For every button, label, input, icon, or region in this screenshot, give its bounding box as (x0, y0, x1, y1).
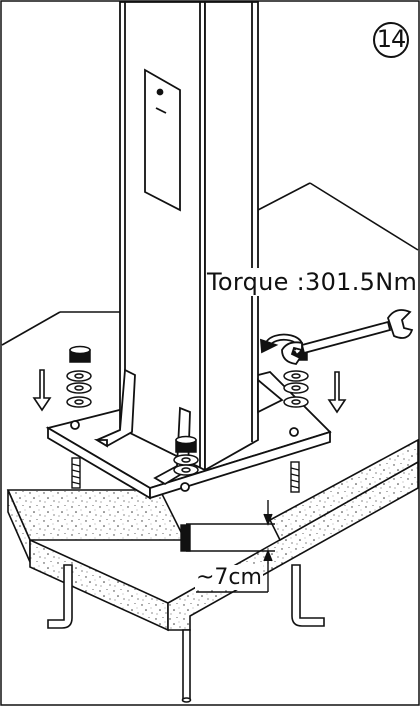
depth-dimension (186, 500, 275, 593)
step-number-badge: 14 (373, 22, 409, 58)
wrench-icon (281, 309, 414, 365)
down-arrow-icon (32, 369, 347, 414)
pole-display-panel (144, 68, 181, 212)
charging-pole (119, 1, 259, 472)
depth-label: ~7cm (195, 565, 263, 590)
torque-label: Torque :301.5Nm (206, 268, 419, 296)
anchor-bolts (71, 457, 300, 552)
foundation-anchors (47, 564, 325, 703)
